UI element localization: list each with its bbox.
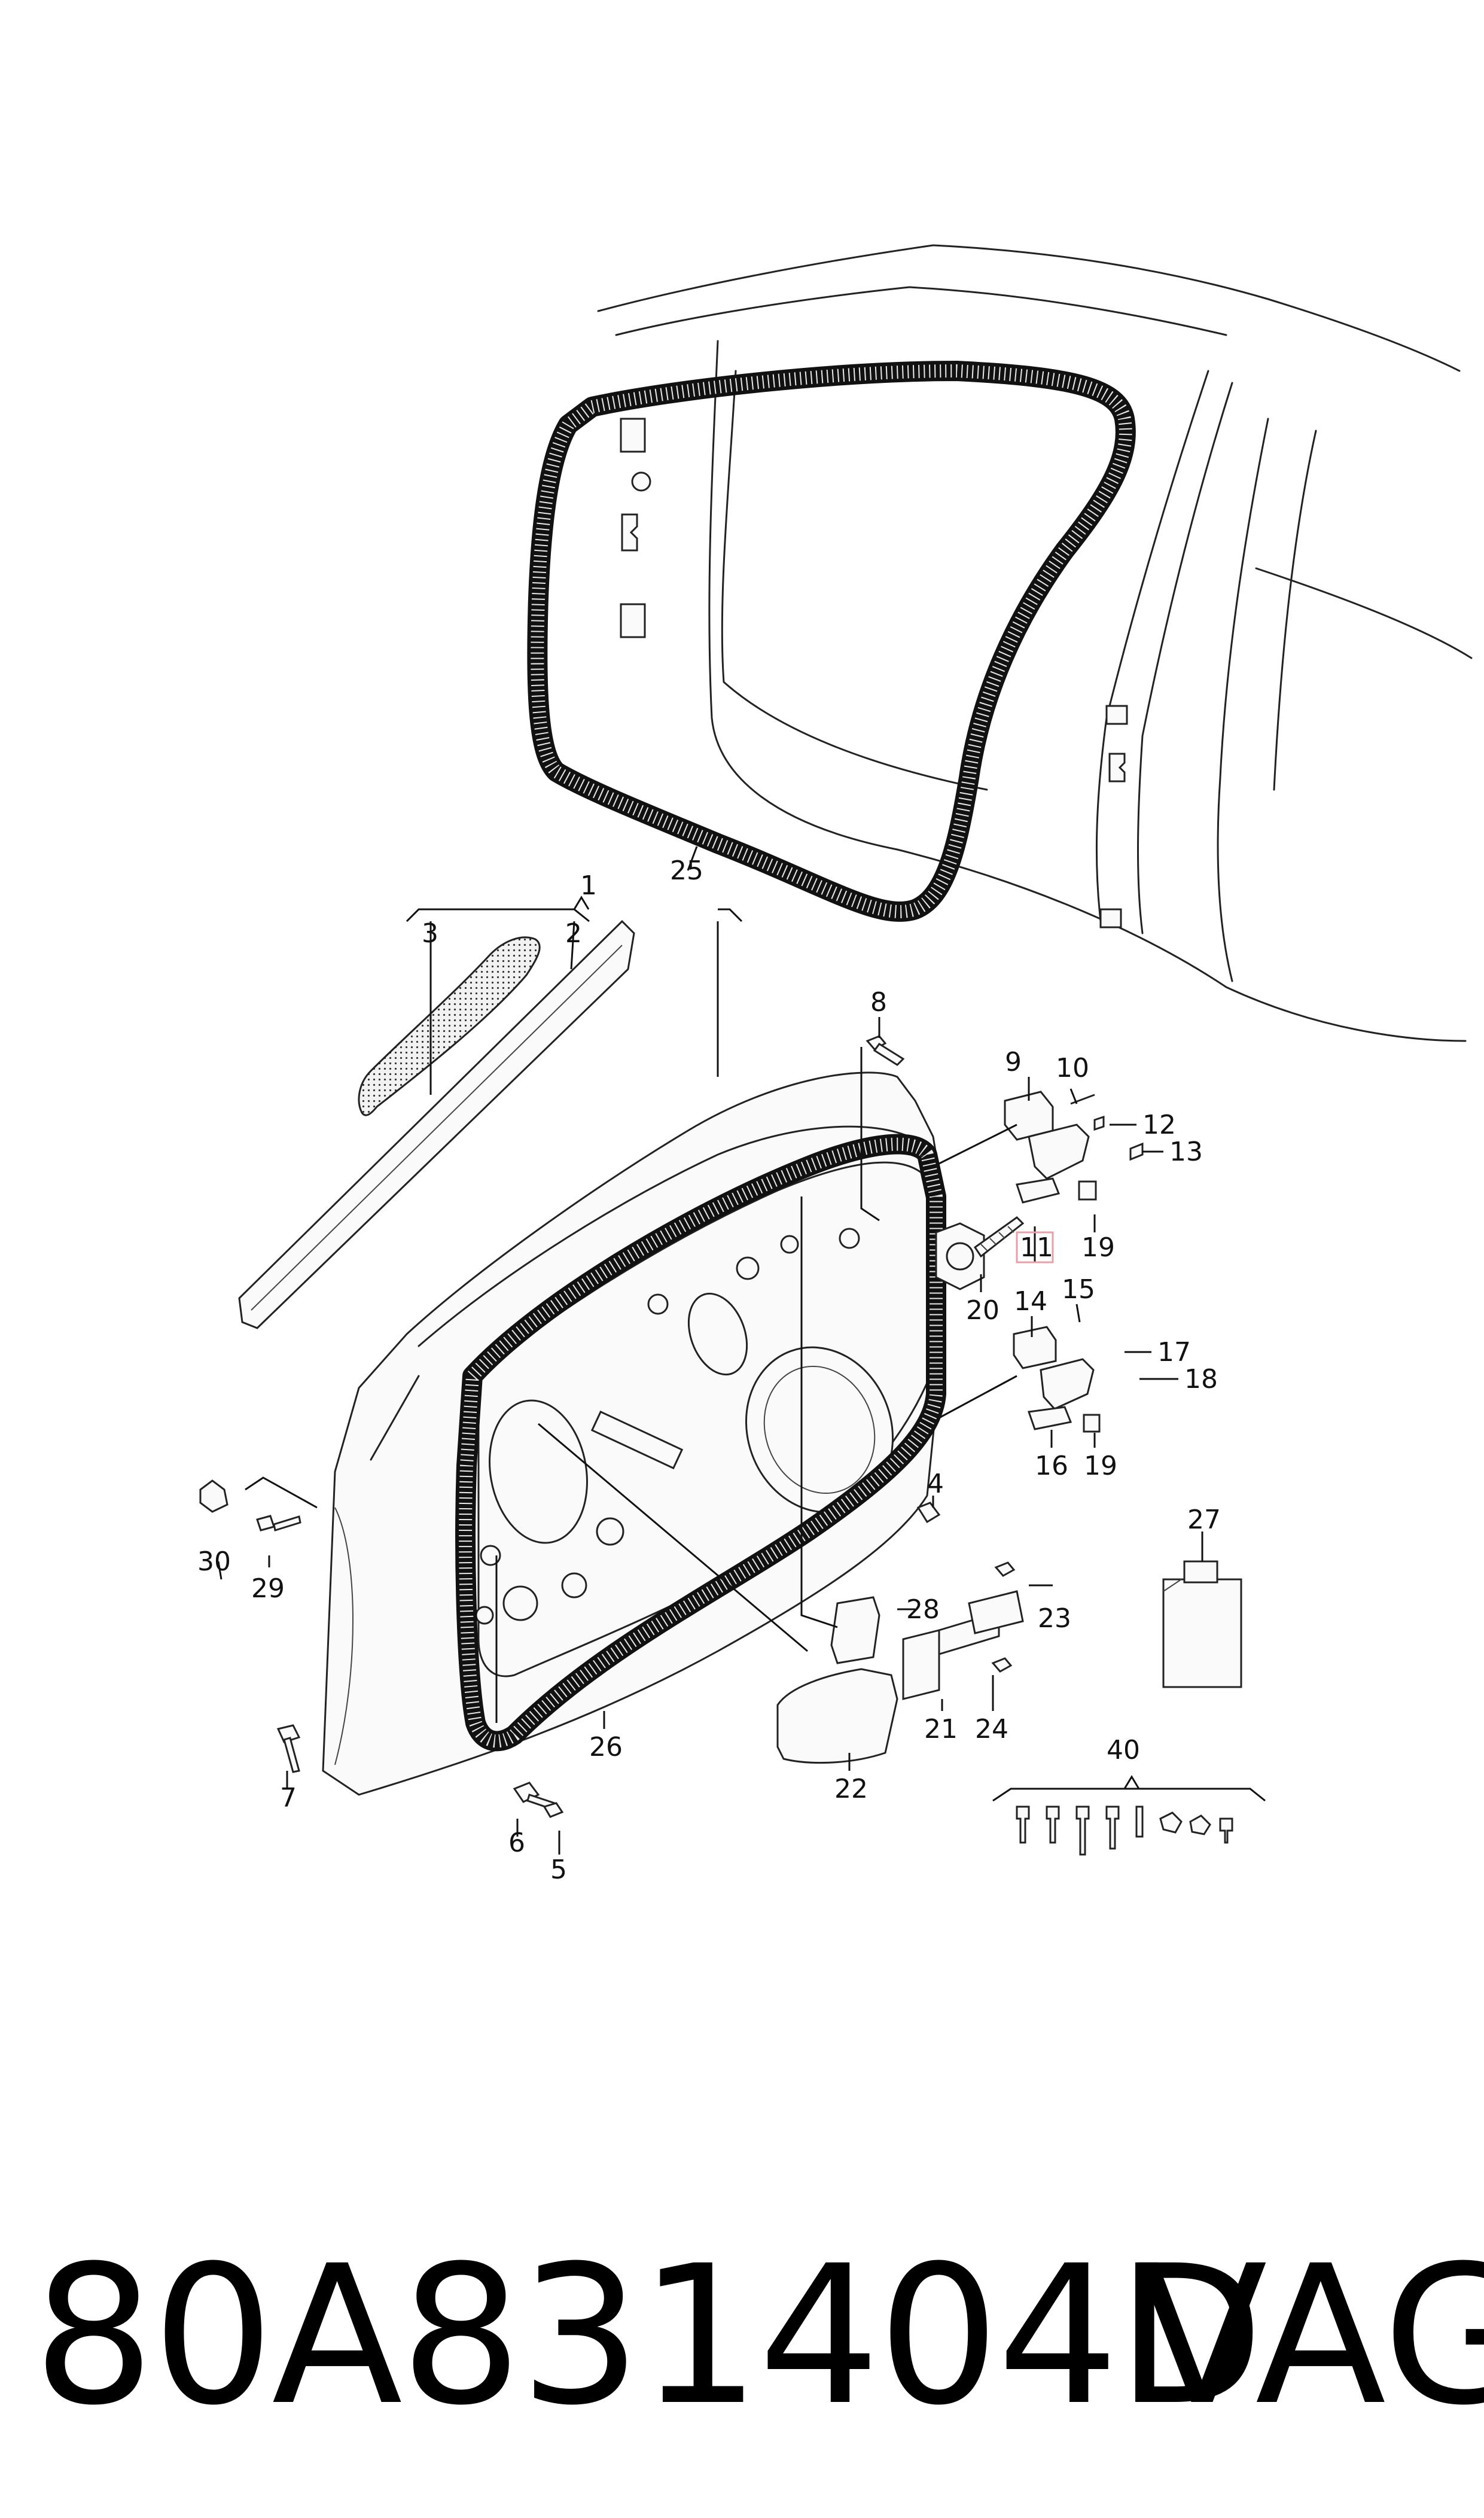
- door-trim-parts: [238, 919, 635, 1329]
- label-22: 22: [834, 1774, 868, 1804]
- label-9: 9: [1005, 1047, 1022, 1077]
- label-16: 16: [1035, 1451, 1068, 1481]
- label-20: 20: [966, 1295, 1000, 1326]
- label-2: 2: [565, 918, 582, 949]
- callout-labels: 1 2 3 4 5 6 7 8 9 10 11 12 13 14 15 16 1…: [197, 855, 1221, 1885]
- upper-hinge: [1004, 1091, 1144, 1204]
- lower-hinge: [1013, 1326, 1101, 1433]
- label-23: 23: [1038, 1603, 1071, 1634]
- label-27: 27: [1187, 1505, 1221, 1535]
- label-24: 24: [975, 1714, 1008, 1744]
- fasteners: [199, 1035, 1016, 1818]
- label-12: 12: [1142, 1110, 1176, 1140]
- exploded-parts-diagram: 1 2 3 4 5 6 7 8 9 10 11 12 13 14 15 16 1…: [197, 244, 1473, 1885]
- trim-cover: [776, 1668, 898, 1764]
- label-18: 18: [1184, 1364, 1218, 1395]
- highlight-box: [1016, 1231, 1054, 1263]
- fluid-bottle: [1162, 1560, 1242, 1688]
- label-6: 6: [508, 1828, 525, 1858]
- door-inner-panel: [475, 1161, 934, 1677]
- label-40: 40: [1107, 1735, 1140, 1765]
- label-11: 11: [1020, 1232, 1053, 1263]
- label-5: 5: [550, 1855, 567, 1885]
- fastener-kit: [992, 1775, 1266, 1856]
- label-4: 4: [927, 1469, 944, 1499]
- label-13: 13: [1169, 1137, 1203, 1167]
- lock-brackets: [830, 1590, 1024, 1700]
- leader-lines: [217, 846, 1203, 1855]
- label-10: 10: [1056, 1053, 1089, 1083]
- label-3: 3: [422, 918, 438, 949]
- brand-name: VAG: [1136, 2225, 1484, 2447]
- label-8: 8: [870, 987, 887, 1018]
- label-21: 21: [924, 1714, 958, 1744]
- body-side-frame: [597, 244, 1473, 1042]
- label-29: 29: [251, 1573, 285, 1604]
- label-30: 30: [197, 1546, 231, 1577]
- door-check: [935, 1216, 1025, 1290]
- label-17: 17: [1157, 1337, 1191, 1368]
- label-25: 25: [670, 855, 703, 886]
- label-15: 15: [1062, 1274, 1095, 1305]
- label-26: 26: [589, 1732, 623, 1762]
- label-19a: 19: [1081, 1232, 1115, 1263]
- label-7: 7: [280, 1783, 297, 1813]
- label-19b: 19: [1084, 1451, 1117, 1481]
- door-opening-seal: [527, 361, 1136, 922]
- label-1: 1: [580, 870, 597, 901]
- label-14: 14: [1014, 1286, 1047, 1317]
- part-number: 80A831404D: [33, 2225, 1264, 2447]
- label-28: 28: [906, 1594, 940, 1625]
- door-seal: [455, 1134, 946, 1752]
